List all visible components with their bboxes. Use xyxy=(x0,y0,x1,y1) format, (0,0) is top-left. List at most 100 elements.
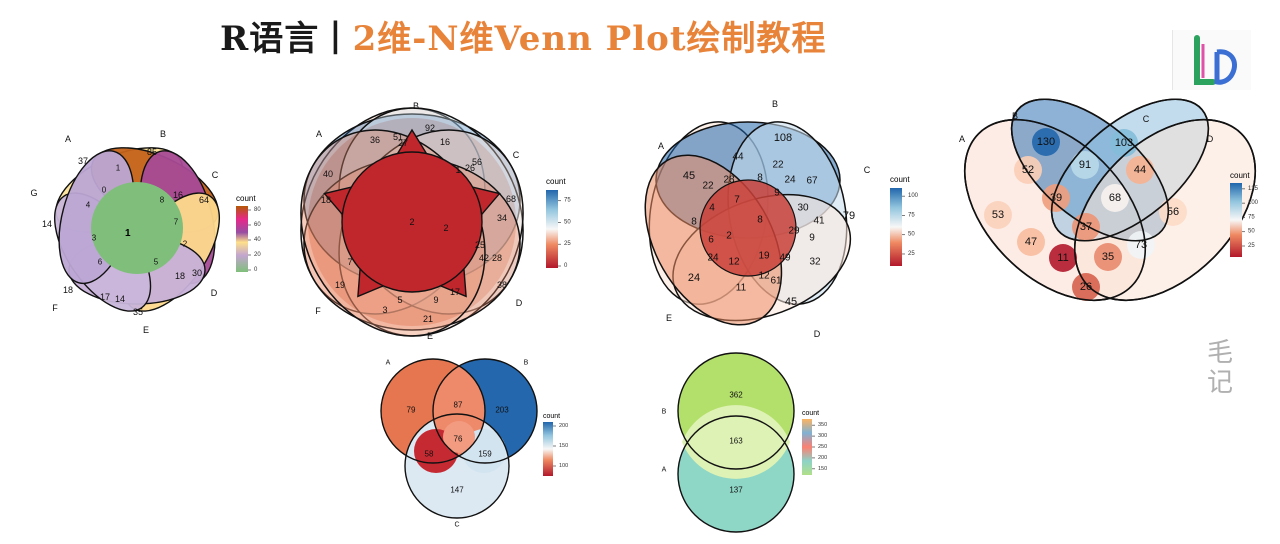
chart4-region-fill xyxy=(1049,244,1077,272)
chart4-set-outline xyxy=(1010,98,1170,242)
chart4-region-fill xyxy=(1094,243,1122,271)
legend-tick-label: 0 xyxy=(254,267,258,273)
chart5-region-value: 22 xyxy=(702,181,714,192)
chart7-set-label-B: B xyxy=(160,129,166,139)
chart6-region-value: 5 xyxy=(397,295,402,305)
chart5-region-value: 9 xyxy=(809,233,815,244)
chart2-region-value: 137 xyxy=(729,486,743,495)
legend-tick-label: 150 xyxy=(559,443,568,449)
legend-tick-label: 300 xyxy=(818,433,827,439)
chart5-region-value: 28 xyxy=(723,175,735,186)
chart7-region-value: 30 xyxy=(192,268,202,278)
legend-tick-label: 25 xyxy=(564,241,571,247)
chart4-set-label-C: C xyxy=(1143,114,1150,124)
chart5-region-value: 8 xyxy=(757,215,763,226)
chart3-set-label-A: A xyxy=(386,360,391,367)
chart6-region-value: 51 xyxy=(393,132,403,142)
chart5-region-value: 12 xyxy=(758,271,770,282)
chart5-set-label-A: A xyxy=(658,141,664,151)
legend-tick-label: 60 xyxy=(254,222,261,228)
chart5-region-value: 32 xyxy=(809,257,821,268)
chart7-center-value: 1 xyxy=(125,228,131,239)
ld-logo-icon xyxy=(1172,30,1251,90)
chart7-region-value: 0 xyxy=(102,186,107,195)
chart6-region-value: 18 xyxy=(321,195,331,205)
chart3-legend-title: count xyxy=(543,413,560,420)
chart2-region-AB-fill xyxy=(684,415,788,469)
chart2-set-label-A: A xyxy=(662,467,667,474)
legend-tick-label: 200 xyxy=(818,455,827,461)
chart4-region-value: 47 xyxy=(1025,236,1037,248)
chart5-region-value: 22 xyxy=(772,160,784,171)
chart7-center-region xyxy=(119,215,155,235)
legend-tick-label: 80 xyxy=(254,207,261,213)
chart5-legend-title: count xyxy=(890,175,910,184)
chart7-set-label-C: C xyxy=(212,170,219,180)
chart6-region-value: 9 xyxy=(433,295,438,305)
chart5-region-value: 19 xyxy=(758,251,770,262)
chart6-region-value: 68 xyxy=(506,194,516,204)
chart4-region-fill xyxy=(1072,273,1100,301)
chart4-region-value: 11 xyxy=(1057,252,1068,264)
chart5-region-value: 2 xyxy=(726,231,732,242)
chart5-legend-colorbar xyxy=(890,188,902,266)
title-subject: 2维-N维Venn Plot绘制教程 xyxy=(352,18,827,59)
legend-tick-label: 50 xyxy=(908,232,915,238)
chart7-set-label-A: A xyxy=(65,134,71,144)
chart4-region-fill xyxy=(1126,156,1154,184)
legend-tick-label: 75 xyxy=(908,212,915,218)
legend-tick-label: 150 xyxy=(818,466,827,472)
chart7-region-value: 35 xyxy=(133,307,143,317)
legend-tick-label: 75 xyxy=(1248,214,1255,220)
legend-tick-label: 50 xyxy=(1248,229,1255,235)
legend-tick-label: 25 xyxy=(908,251,915,257)
chart5-region-value: 12 xyxy=(728,257,740,268)
chart6-region-value: 56 xyxy=(472,157,482,167)
chart7-set-label-E: E xyxy=(143,325,149,335)
chart7-region-value: 4 xyxy=(86,201,91,210)
chart5-region-value: 8 xyxy=(691,217,697,228)
chart3-legend: count 100 150 200 xyxy=(543,413,568,476)
legend-tick-label: 200 xyxy=(559,423,568,429)
chart6-legend-title: count xyxy=(546,177,566,186)
chart4-region-value: 52 xyxy=(1022,164,1034,176)
chart5-region-value: 45 xyxy=(683,170,695,182)
legend-tick-label: 100 xyxy=(559,463,568,469)
chart7-region-value: 14 xyxy=(42,219,52,229)
chart3-region-value: 147 xyxy=(450,486,464,495)
chart4-set-outline xyxy=(1073,118,1257,302)
chart3-region-value: 203 xyxy=(495,406,509,415)
chart5-set-label-B: B xyxy=(772,99,778,109)
chart5-region-value: 67 xyxy=(806,176,818,187)
chart4-region-value: 73 xyxy=(1135,239,1147,251)
chart5-set-label-E: E xyxy=(666,313,672,323)
chart6-region-value: 2 xyxy=(443,223,448,233)
chart6-region-value: 40 xyxy=(323,169,333,179)
chart4-legend-colorbar xyxy=(1230,183,1242,257)
chart7-set-label-D: D xyxy=(211,288,218,298)
watermark: 毛 记 xyxy=(1200,338,1240,398)
chart5-region-value: 79 xyxy=(843,210,855,222)
legend-tick-label: 125 xyxy=(1248,186,1259,192)
chart4-legend-title: count xyxy=(1230,171,1250,180)
watermark-char: 毛 xyxy=(1206,338,1233,368)
chart4-region-value: 37 xyxy=(1080,221,1092,233)
chart5-region-value: 49 xyxy=(779,253,791,264)
chart6-region-value: 19 xyxy=(335,280,345,290)
chart3-set-label-C: C xyxy=(454,522,459,529)
legend-tick-label: 75 xyxy=(564,198,571,204)
chart5-region-value: 7 xyxy=(734,195,740,206)
chart3-region-value: 76 xyxy=(454,435,463,444)
chart4-set-outline xyxy=(1050,98,1210,242)
chart7-region-value: 17 xyxy=(100,292,110,302)
chart3-set-outline xyxy=(380,358,486,464)
chart4-region-value: 91 xyxy=(1079,159,1091,171)
chart6-region-value: 16 xyxy=(440,137,450,147)
chart5-region-value: 4 xyxy=(709,203,715,214)
chart5-region-value: 9 xyxy=(774,188,780,199)
chart6-region-value: 21 xyxy=(423,314,433,324)
